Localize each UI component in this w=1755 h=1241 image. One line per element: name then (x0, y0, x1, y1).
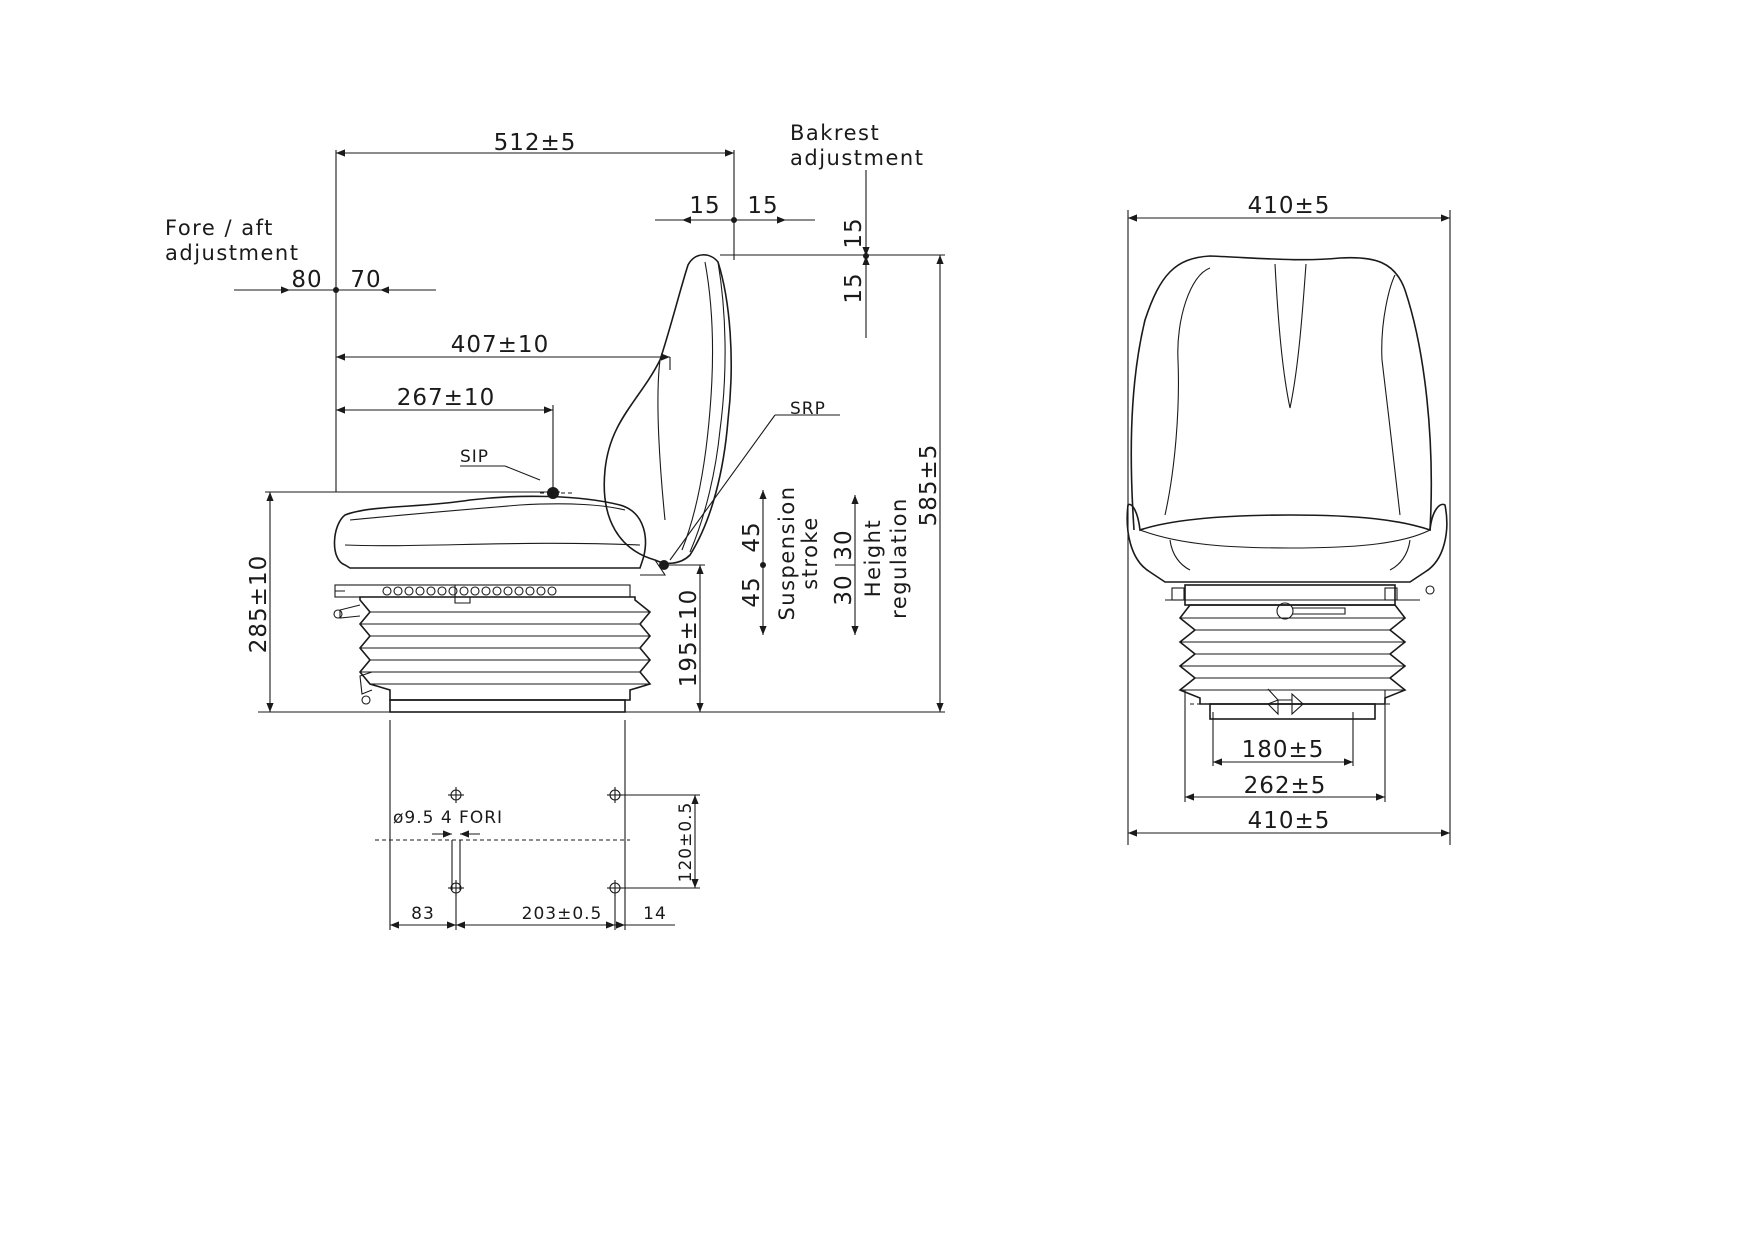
mounting-hole-icon (448, 880, 464, 896)
front-lock-left-icon (1171, 587, 1185, 601)
backrest-forward-label: 15 (689, 193, 720, 219)
height-up-label: 30 (831, 529, 857, 560)
fore-aft-label: Fore / aft (165, 216, 274, 240)
hole-spacing-vertical-label: 120±0.5 (676, 802, 696, 883)
front-adjust-knob-icon (1276, 602, 1294, 620)
side-view-dimensions: 512±5 15 15 80 70 407±10 267±10 (234, 130, 945, 713)
srp-distance-label: 407±10 (451, 332, 549, 358)
backrest-adj-down-label: 15 (841, 272, 867, 303)
srp-label: SRP (790, 399, 826, 419)
fore-aft-adjustment-label: adjustment (165, 241, 299, 265)
height-down-label: 30 (831, 574, 857, 605)
offset-right-label: 14 (643, 904, 667, 924)
front-view-seat (1126, 255, 1448, 720)
base-outer-width-label: 262±5 (1244, 773, 1327, 799)
mounting-plan: ø9.5 4 FORI 120±0.5 83 203±0.5 14 (375, 720, 700, 930)
backrest-back-label: 15 (747, 193, 778, 219)
mounting-hole-icon (448, 787, 464, 803)
pivot-height-label: 195±10 (676, 589, 702, 687)
side-view-seat (333, 254, 732, 713)
overall-length-label: 512±5 (494, 130, 577, 156)
front-width-bottom-label: 410±5 (1248, 808, 1331, 834)
sip-label: SIP (460, 447, 489, 467)
regulation-label: regulation (887, 497, 911, 619)
side-view-labels: Bakrest adjustment Fore / aft adjustment… (165, 121, 942, 687)
hole-spec-label: ø9.5 4 FORI (393, 808, 503, 828)
sip-distance-label: 267±10 (397, 385, 495, 411)
suspension-label: Suspension (775, 485, 799, 620)
fore-aft-back-label: 80 (291, 267, 322, 293)
stroke-label: stroke (798, 516, 822, 590)
hole-spacing-horizontal-label: 203±0.5 (522, 904, 603, 924)
offset-left-label: 83 (411, 904, 435, 924)
bakrest-label: Bakrest (790, 121, 880, 145)
suspension-down-label: 45 (739, 576, 765, 607)
overall-height-label: 585±5 (916, 444, 942, 527)
seat-height-label: 285±10 (246, 555, 272, 653)
front-view-dimensions: 410±5 180±5 262±5 410±5 (1127, 193, 1451, 845)
suspension-up-label: 45 (739, 521, 765, 552)
base-inner-width-label: 180±5 (1242, 737, 1325, 763)
backrest-adj-up-label: 15 (841, 217, 867, 248)
fore-aft-forward-label: 70 (350, 267, 381, 293)
front-width-top-label: 410±5 (1248, 193, 1331, 219)
backrest-adjustment-label: adjustment (790, 146, 924, 170)
height-label: Height (861, 519, 885, 597)
